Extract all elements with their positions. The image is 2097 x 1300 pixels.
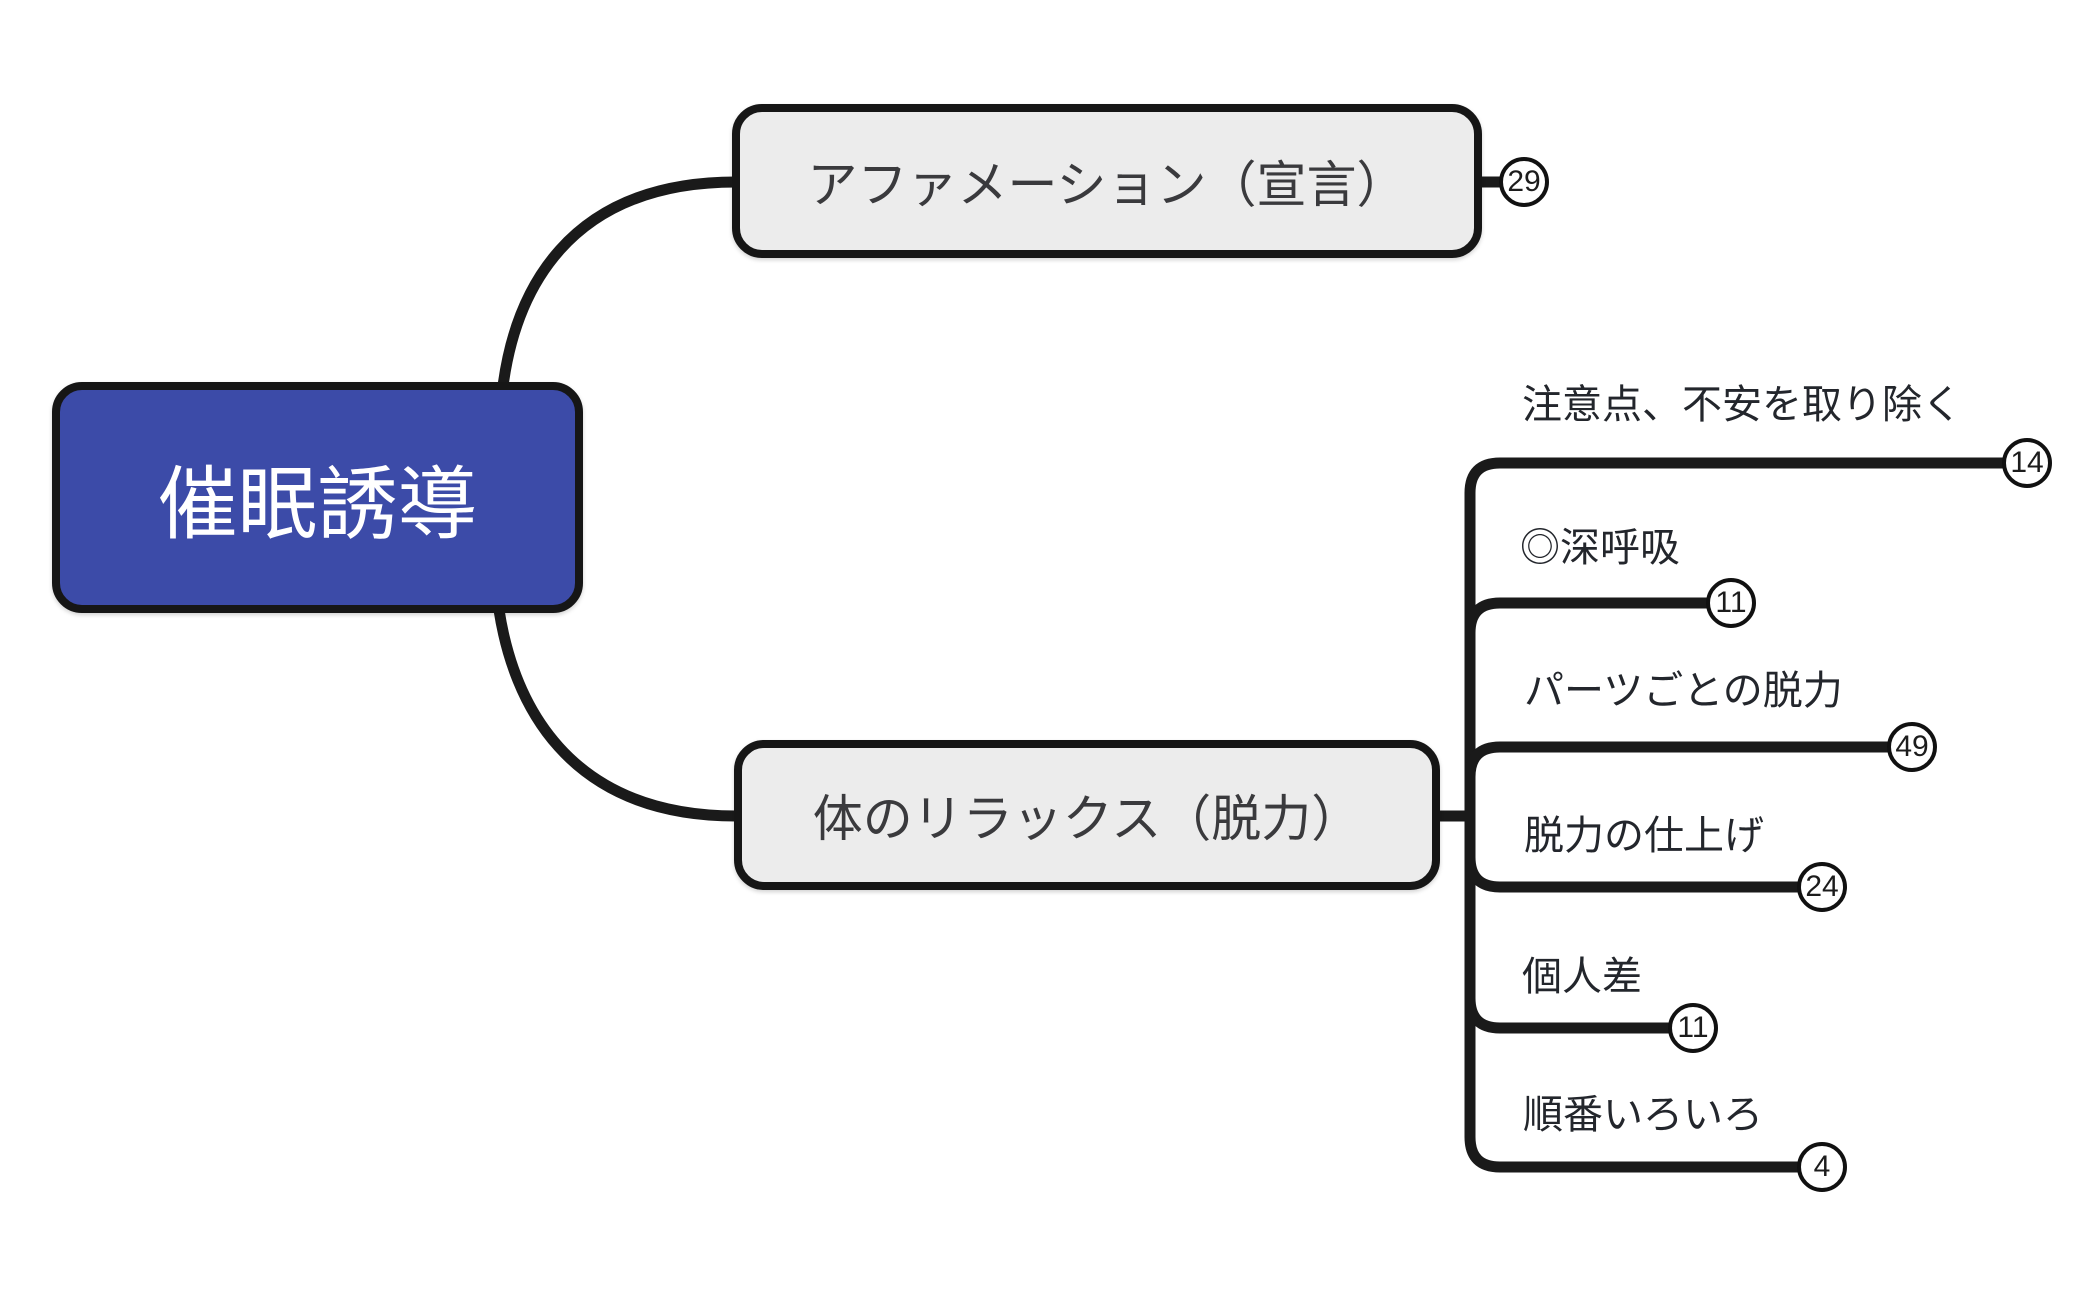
count-badge[interactable]: 4 xyxy=(1797,1142,1847,1192)
count-badge[interactable]: 49 xyxy=(1887,722,1937,772)
branch-node-affirmation[interactable]: アファメーション（宣言） xyxy=(732,104,1482,258)
edge-root-to-relax xyxy=(493,604,742,822)
root-node-label: 催眠誘導 xyxy=(157,459,478,549)
leaf-node-finishing[interactable]: 脱力の仕上げ xyxy=(1524,814,1764,858)
count-badge[interactable]: 24 xyxy=(1797,862,1847,912)
count-badge[interactable]: 11 xyxy=(1668,1003,1718,1053)
trunk-and-outer-children xyxy=(1464,457,2006,1173)
edge-child-3 xyxy=(1464,741,1891,778)
count-badge[interactable]: 11 xyxy=(1706,578,1756,628)
branch-node-label: アファメーション（宣言） xyxy=(807,157,1407,213)
leaf-node-individual-differences[interactable]: 個人差 xyxy=(1522,955,1642,999)
edge-child-2 xyxy=(1464,597,1710,634)
branch-node-relax[interactable]: 体のリラックス（脱力） xyxy=(734,740,1440,890)
edge-child-4 xyxy=(1464,856,1801,893)
leaf-node-deep-breathing[interactable]: ◎深呼吸 xyxy=(1520,526,1680,570)
branch-node-label: 体のリラックス（脱力） xyxy=(812,791,1362,847)
leaf-node-cautions[interactable]: 注意点、不安を取り除く xyxy=(1522,383,1962,427)
leaf-node-parts-relaxation[interactable]: パーツごとの脱力 xyxy=(1524,669,1843,713)
root-node[interactable]: 催眠誘導 xyxy=(52,382,583,613)
leaf-node-various-orders[interactable]: 順番いろいろ xyxy=(1523,1093,1763,1137)
count-badge[interactable]: 29 xyxy=(1499,157,1549,207)
edge-child-5 xyxy=(1464,997,1672,1034)
count-badge[interactable]: 14 xyxy=(2002,438,2052,488)
edge-root-to-affirmation xyxy=(497,176,742,392)
